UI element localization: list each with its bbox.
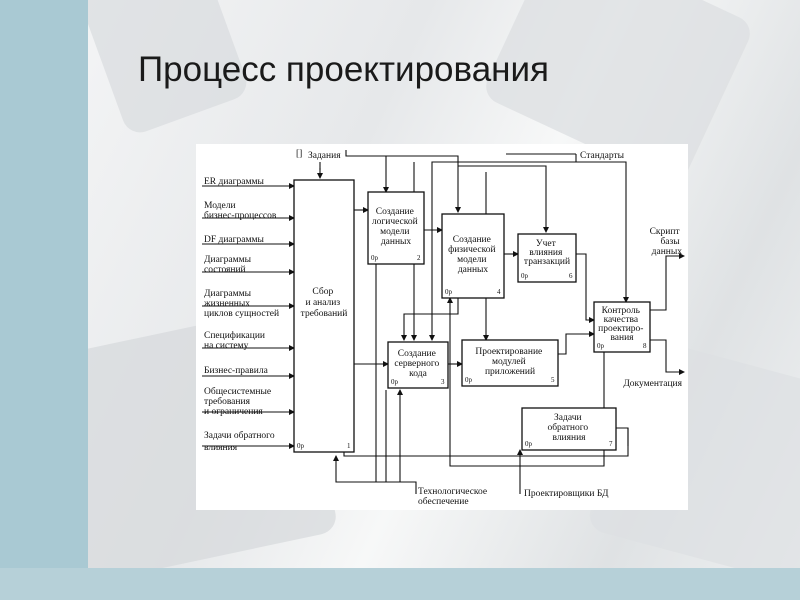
box-4-cost: 0р <box>445 288 453 296</box>
box-8 <box>593 301 651 353</box>
input-label-5: Диаграммы жизненных циклов сущностей <box>203 289 279 319</box>
mechanism-label-tech: Технологическое обеспечение <box>418 487 490 507</box>
mechanism-line-designers <box>447 297 521 494</box>
flow-box6-box8 <box>576 253 595 323</box>
box-7-label: Задачи обратного влияния <box>547 413 590 443</box>
box-3-cost: 0р <box>391 378 399 386</box>
box-4-num: 4 <box>497 288 501 296</box>
box-6-num: 6 <box>569 272 573 280</box>
box-2 <box>367 191 425 265</box>
control-standards-label: Стандарты <box>580 151 625 161</box>
control-tasks-label: Задания <box>308 151 341 161</box>
box-2-cost: 0р <box>371 254 379 262</box>
box-7-cost: 0р <box>525 440 533 448</box>
box-8-cost: 0р <box>597 342 605 350</box>
left-accent-stripe <box>0 0 88 600</box>
output-label-documentation: Документация <box>623 379 682 389</box>
mechanism-line-tech-2 <box>373 221 416 483</box>
box-6 <box>517 233 577 283</box>
flow-box4-box3 <box>401 296 459 341</box>
output-label-script: Скрипт базы данных <box>650 227 683 257</box>
input-label-9: Задачи обратного влияния <box>204 430 277 453</box>
feedback-box7 <box>343 427 629 457</box>
box-5-num: 5 <box>551 376 555 384</box>
output-arrow-documentation <box>650 339 685 375</box>
bottom-accent-stripe <box>0 568 800 600</box>
flow-box5-box8 <box>558 331 595 355</box>
box-1-label: Сбор и анализ требований <box>301 286 348 319</box>
output-arrow-script <box>650 253 685 311</box>
box-4-label: Создание физической модели данных <box>448 235 498 275</box>
input-label-7: Бизнес-правила <box>204 366 269 376</box>
box-2-label: Создание логической модели данных <box>372 207 420 247</box>
box-2-num: 2 <box>417 254 421 262</box>
box-8-num: 8 <box>643 342 647 350</box>
box-5-cost: 0р <box>465 376 473 384</box>
idef0-diagram: Сбор и анализ требований Создание логиче… <box>196 144 688 510</box>
box-5 <box>461 339 559 387</box>
control-line-to-box6 <box>458 165 549 233</box>
mechanism-label-designers: Проектировщики БД <box>524 489 609 499</box>
control-line-to-box4 <box>386 155 461 213</box>
slide-title: Процесс проектирования <box>138 50 549 89</box>
box-4 <box>441 213 505 299</box>
box-3-label: Создание серверного кода <box>394 349 441 379</box>
box-6-label: Учет влияния транзакций <box>524 239 570 267</box>
box-1-cost: 0р <box>297 442 305 450</box>
input-label-2: Модели бизнес-процессов <box>204 201 277 221</box>
input-label-8: Общесистемные требования и ограничения <box>204 386 273 417</box>
control-line-standards <box>429 154 577 341</box>
box-5-label: Проектирование модулей приложений <box>475 347 544 377</box>
control-line-standards-box8 <box>576 161 629 303</box>
box-7 <box>521 407 617 451</box>
input-label-4: Диаграммы состояний <box>204 255 253 275</box>
box-1-num: 1 <box>347 442 351 450</box>
box-1 <box>293 179 355 453</box>
control-line-to-box2 <box>345 150 389 193</box>
control-tasks-mark: [] <box>296 149 302 159</box>
box-8-label: Контроль качества проектиро- вания <box>598 306 646 343</box>
box-6-cost: 0р <box>521 272 529 280</box>
mechanism-line-designers-3 <box>520 343 607 467</box>
box-3-num: 3 <box>441 378 445 386</box>
input-label-3: DF диаграммы <box>204 235 265 245</box>
box-3 <box>387 341 449 389</box>
input-label-6: Спецификации на систему <box>204 330 267 351</box>
box-7-num: 7 <box>609 440 613 448</box>
input-label-1: ER диаграммы <box>204 177 265 187</box>
